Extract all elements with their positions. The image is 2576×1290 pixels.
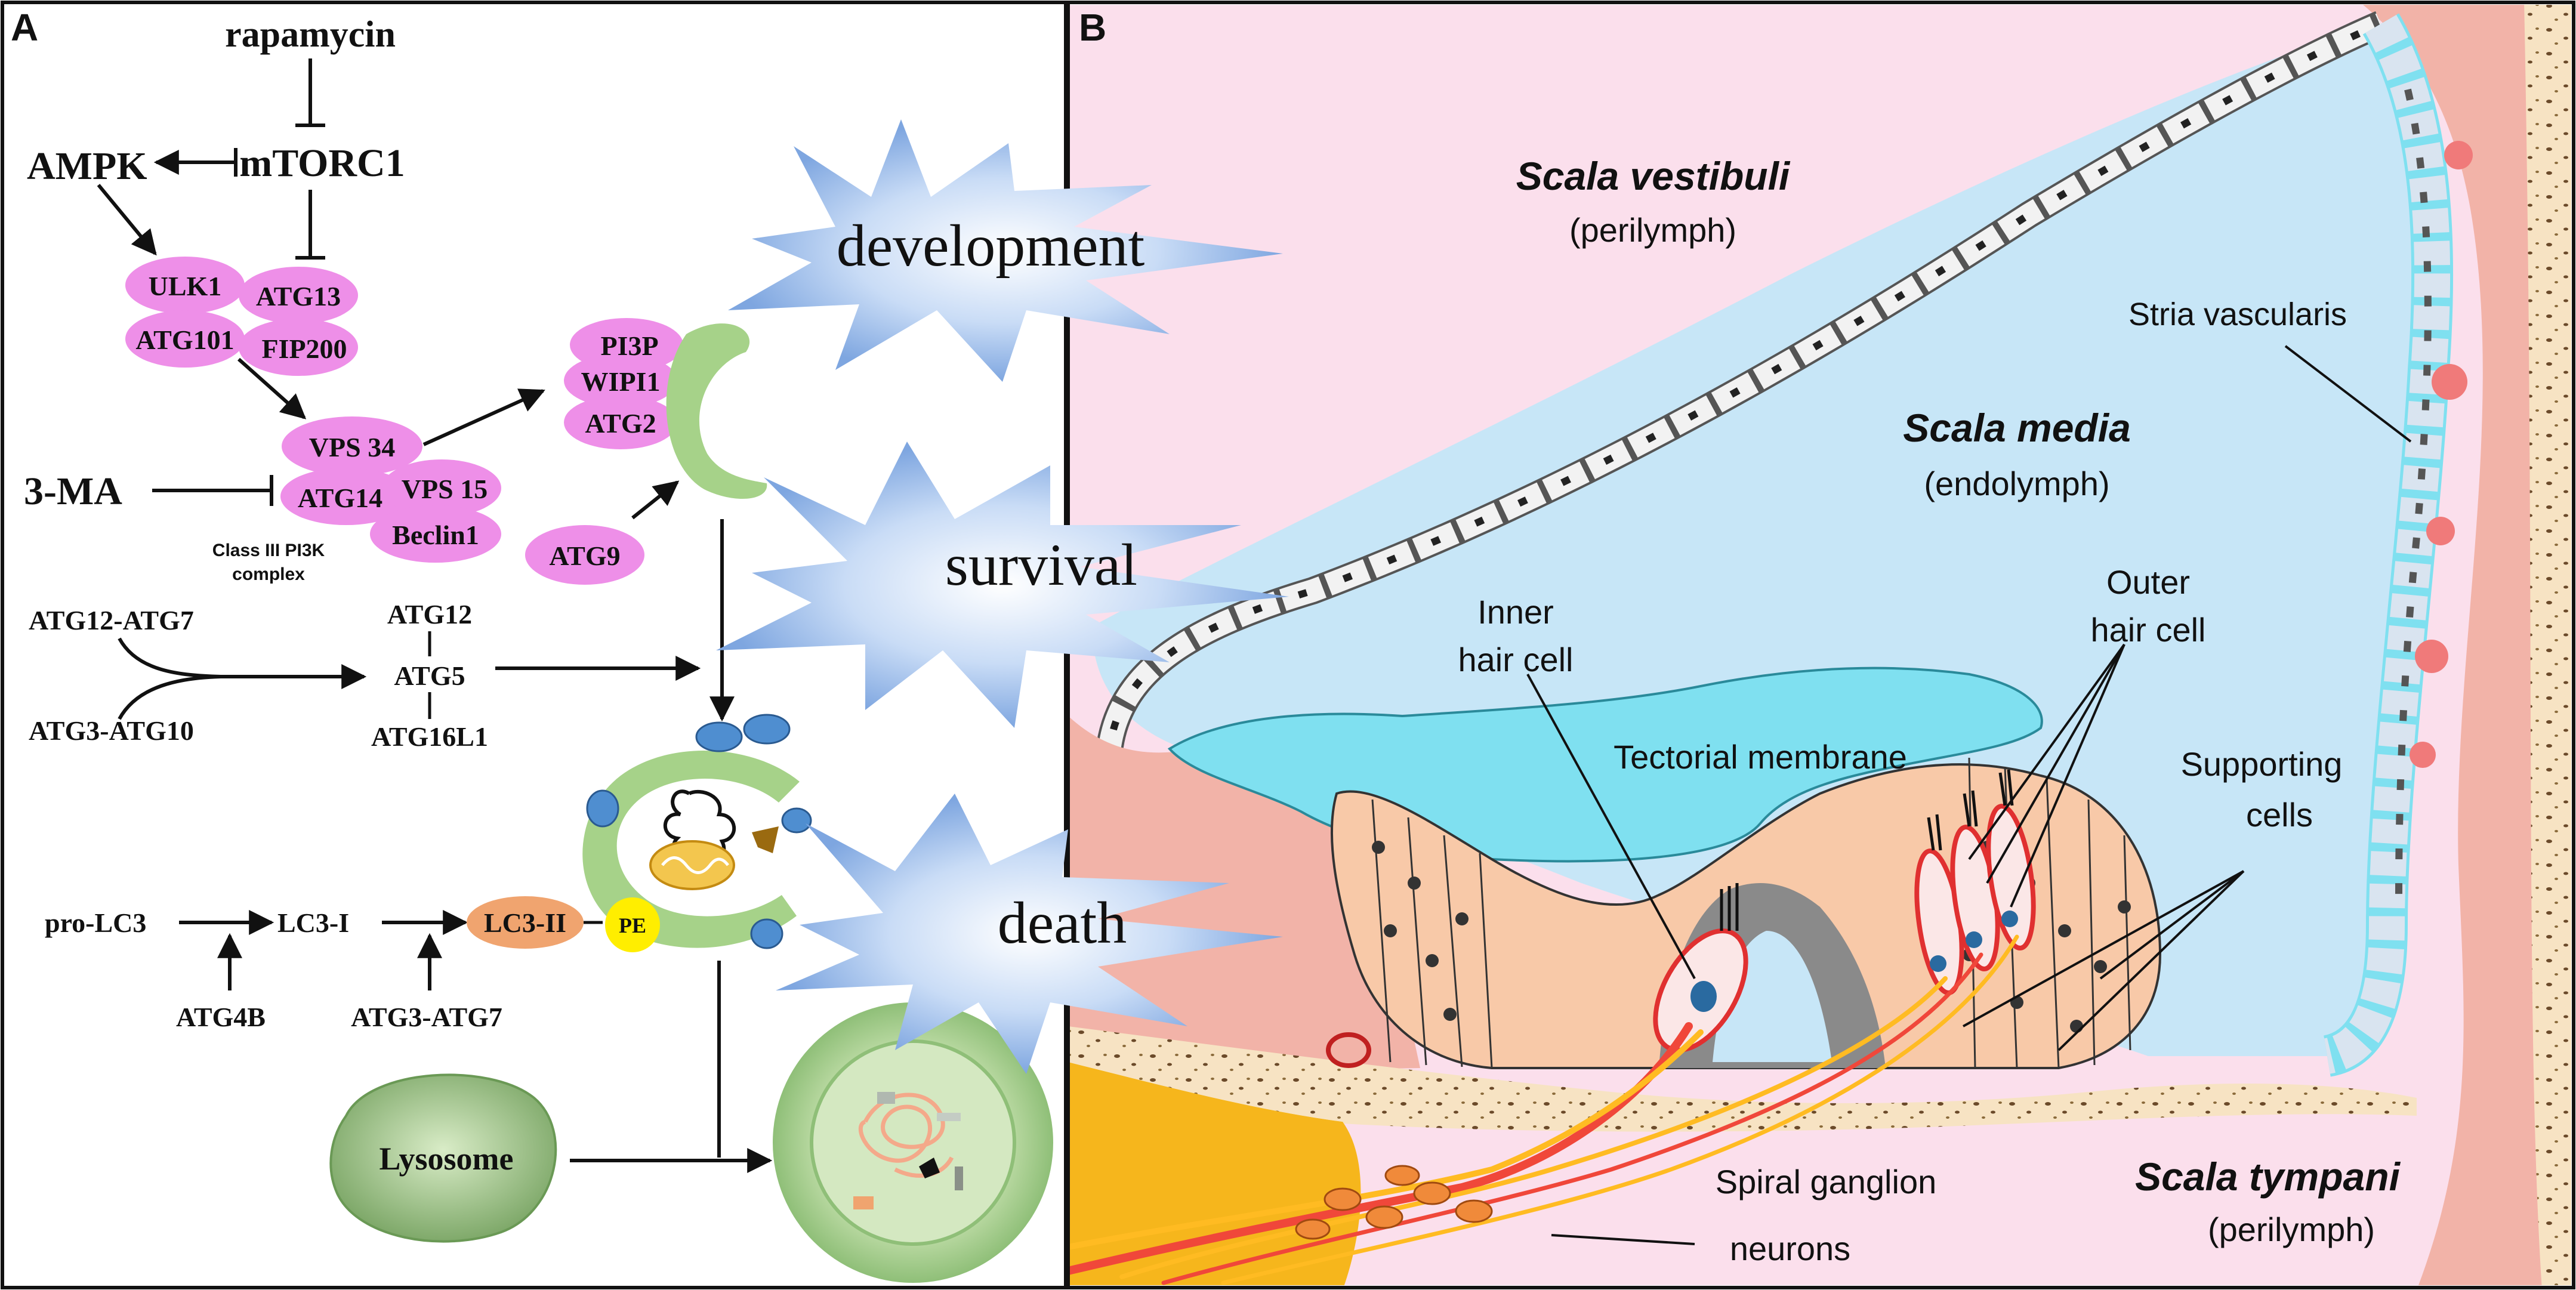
vps34-label: VPS 34 bbox=[309, 432, 395, 462]
autolysosome bbox=[773, 1002, 1053, 1283]
pi3p-label: PI3P bbox=[600, 331, 658, 361]
pi3k-complex: VPS 34 ATG14 VPS 15 Beclin1 bbox=[280, 416, 501, 563]
lysosome bbox=[329, 1073, 557, 1243]
survival-burst bbox=[716, 442, 1289, 728]
stria-vascularis-label: Stria vascularis bbox=[2128, 297, 2347, 332]
atg101-label: ATG101 bbox=[135, 325, 234, 355]
mtorc1-label: mTORC1 bbox=[239, 141, 405, 185]
lc3-ii-label: LC3-II bbox=[484, 908, 566, 938]
auditory-nerve-fibres bbox=[1068, 934, 2019, 1285]
atg2-label: ATG2 bbox=[585, 408, 656, 439]
modiolus-bone bbox=[1068, 1062, 1361, 1285]
inner-hair-cell-label-line1: Inner bbox=[1477, 593, 1554, 631]
panel-b-letter: B bbox=[1079, 6, 1106, 49]
phagophore-membrane bbox=[666, 323, 767, 499]
atg9-to-phagophore bbox=[631, 480, 680, 520]
scala-tympani-label: Scala tympani bbox=[2135, 1155, 2401, 1199]
inner-hair-cell-stereocilia bbox=[1720, 883, 1739, 931]
scala-media-label: Scala media bbox=[1903, 406, 2131, 450]
label-leader-lines bbox=[1526, 345, 2412, 1245]
atg5-label: ATG5 bbox=[394, 661, 465, 691]
outcome-bursts: development survival death bbox=[716, 119, 1289, 1074]
lc3-i-label: LC3-I bbox=[277, 908, 349, 938]
pe-circle bbox=[605, 897, 660, 952]
atg9-label: ATG9 bbox=[549, 541, 620, 571]
atg12-label: ATG12 bbox=[387, 599, 472, 629]
tectorial-membrane-label: Tectorial membrane bbox=[1614, 738, 1907, 776]
conjugation-merge-arrow bbox=[118, 637, 364, 720]
pro-lc3-label: pro-LC3 bbox=[45, 908, 146, 938]
death-label: death bbox=[998, 890, 1127, 956]
atg9-vesicle bbox=[525, 525, 644, 585]
vps15-label: VPS 15 bbox=[402, 474, 488, 504]
ulk-activates-pi3k bbox=[237, 357, 307, 419]
panel-a-letter: A bbox=[11, 6, 38, 49]
development-label: development bbox=[837, 212, 1145, 279]
ampk-label: AMPK bbox=[27, 144, 147, 188]
beclin1-label: Beclin1 bbox=[392, 520, 479, 550]
supporting-cells-label-line2: cells bbox=[2246, 796, 2313, 834]
survival-label: survival bbox=[945, 532, 1137, 598]
atg3-atg10-label: ATG3-ATG10 bbox=[29, 715, 194, 746]
scala-media-fluid-label: (endolymph) bbox=[1924, 465, 2109, 502]
atg3-atg7-label: ATG3-ATG7 bbox=[351, 1002, 502, 1032]
fip200-label: FIP200 bbox=[261, 334, 347, 364]
rapamycin-label: rapamycin bbox=[225, 14, 396, 55]
outer-hair-cell-label-line2: hair cell bbox=[2091, 611, 2206, 649]
ulk-complex: ULK1 ATG13 ATG101 FIP200 bbox=[125, 257, 358, 376]
lc3-ii-oval bbox=[467, 896, 584, 949]
atg4b-label: ATG4B bbox=[176, 1002, 266, 1032]
3ma-label: 3-MA bbox=[24, 470, 122, 513]
panel-b-cochlea-cross-section: Scala vestibuli (perilymph) Scala media … bbox=[1068, 5, 2571, 1285]
inner-hair-cell-label-line2: hair cell bbox=[1458, 641, 1574, 678]
atg14-label: ATG14 bbox=[298, 483, 382, 513]
pe-label: PE bbox=[619, 914, 646, 937]
development-burst bbox=[728, 119, 1283, 382]
spiral-ganglion-label-line1: Spiral ganglion bbox=[1716, 1163, 1936, 1200]
scala-tympani-fluid-label: (perilymph) bbox=[2208, 1211, 2375, 1248]
death-burst bbox=[776, 794, 1283, 1074]
atg13-label: ATG13 bbox=[256, 281, 341, 311]
pi3k-caption-line2: complex bbox=[232, 564, 305, 584]
lysosome-label: Lysosome bbox=[379, 1141, 513, 1177]
reissners-membrane bbox=[1096, 11, 2387, 748]
spiral-ganglion-cluster bbox=[1295, 1165, 1493, 1240]
spiral-ganglion-label-line2: neurons bbox=[1730, 1230, 1850, 1267]
outer-hair-cell-label-line1: Outer bbox=[2106, 563, 2190, 601]
ulk1-label: ULK1 bbox=[149, 271, 222, 301]
outer-hair-cells bbox=[1914, 769, 2036, 995]
spiral-ligament bbox=[2362, 5, 2571, 1285]
bony-spiral-lamina bbox=[1068, 1026, 2417, 1132]
ampk-activates-ulk bbox=[97, 184, 157, 256]
blood-vessel bbox=[1326, 1032, 1371, 1068]
scala-vestibuli-fluid-label: (perilymph) bbox=[1569, 211, 1736, 249]
wipi1-label: WIPI1 bbox=[581, 366, 661, 397]
scala-vestibuli-label: Scala vestibuli bbox=[1516, 154, 1791, 198]
atg16l1-label: ATG16L1 bbox=[371, 721, 488, 752]
pi3k-caption-line1: Class III PI3K bbox=[212, 541, 325, 560]
supporting-cells-label-line1: Supporting bbox=[2181, 745, 2343, 783]
phagophore-protein-cluster: PI3P WIPI1 ATG2 bbox=[564, 318, 683, 449]
pi3k-activates-pi3p bbox=[422, 388, 545, 446]
atg12-atg7-label: ATG12-ATG7 bbox=[29, 605, 194, 635]
